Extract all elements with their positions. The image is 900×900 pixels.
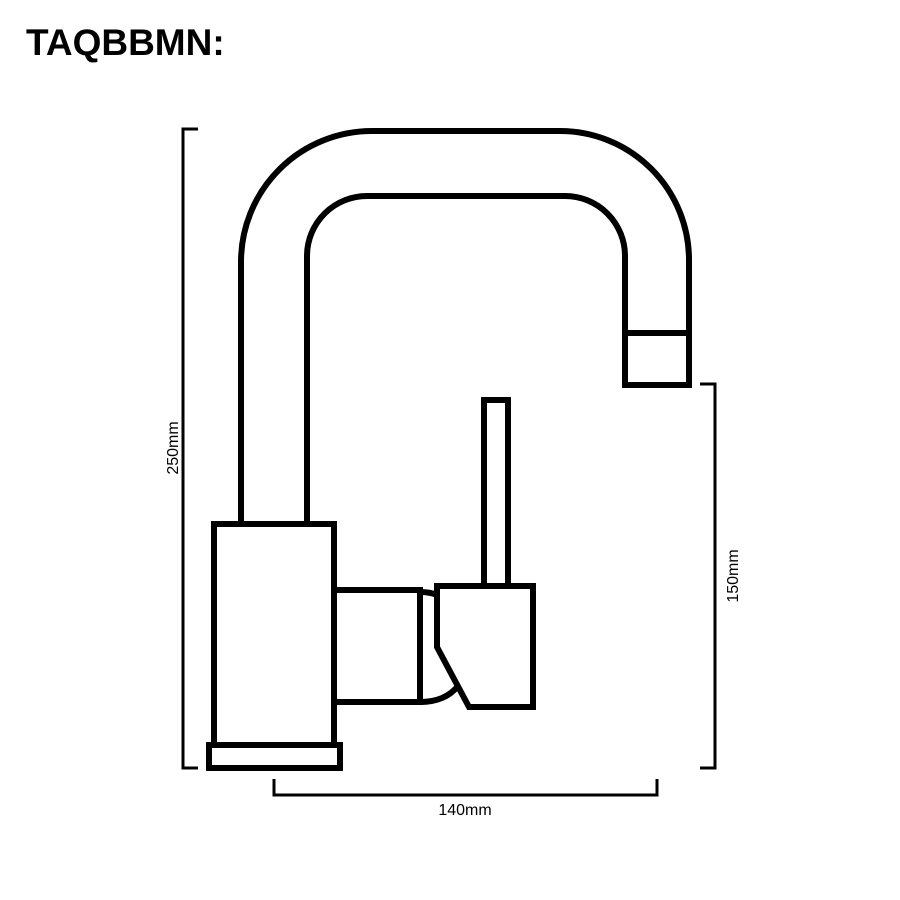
product-code-title: TAQBBMN: bbox=[26, 22, 225, 63]
connector bbox=[331, 587, 423, 705]
spout-height-dimension-line bbox=[700, 382, 717, 770]
reach-label: 140mm bbox=[438, 802, 491, 819]
spout-height-label: 150mm bbox=[725, 549, 742, 602]
handle bbox=[434, 583, 536, 710]
spout-outer bbox=[238, 128, 692, 524]
height-label: 250mm bbox=[165, 421, 182, 474]
height-dimension-line bbox=[181, 127, 198, 770]
faucet-base bbox=[206, 742, 343, 771]
lever-stem bbox=[481, 397, 511, 589]
spout-inner bbox=[304, 193, 628, 524]
reach-dimension-line bbox=[272, 779, 659, 797]
spout-nozzle bbox=[622, 330, 692, 388]
faucet-body bbox=[211, 521, 337, 748]
